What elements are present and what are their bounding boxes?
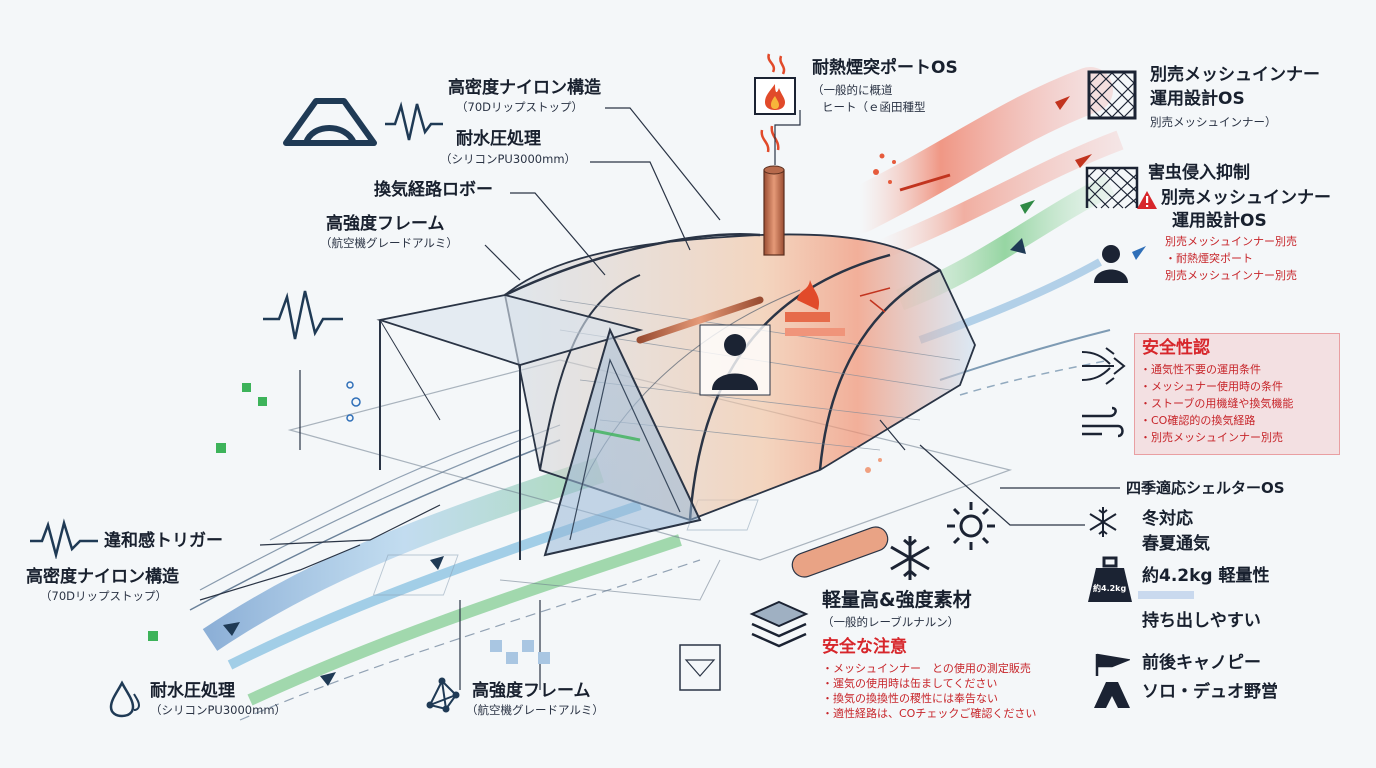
person-icon [1094,245,1128,283]
safety-item: ・通気性不要の運用条件 [1140,363,1261,376]
weight-icon [1088,556,1132,602]
label-water-top: 耐水圧処理 [456,129,541,149]
pulse-wave-icon [263,290,343,340]
layers-icon [749,600,809,648]
label-weight: 約4.2kg 軽量性 [1142,566,1270,586]
sun-icon [947,502,995,550]
trigger-wave-icon [30,518,98,559]
caution-item: ・運気の使用時は缶ましてください [822,677,998,690]
flag-icon [1095,653,1130,676]
mesh-grid-icon [1087,70,1137,120]
caution-item: ・適性経路は、COチェックご確認ください [822,707,1037,720]
callout-leaders [199,107,1120,690]
label-bug-warn2: 運用設計OS [1172,211,1267,231]
insulation-tube [679,526,889,691]
caution-title: 安全な注意 [822,637,907,657]
label-mesh: 別売メッシュインナー [1150,65,1320,85]
label-mesh-2: 運用設計OS [1150,89,1245,109]
safety-item: ・ストーブの用機缝や換気機能 [1140,397,1294,410]
label-water-bottom-sub: （シリコンPU3000mm） [150,703,287,717]
label-frame-bottom-sub: （航空機グレードアルミ） [466,703,604,717]
safety-panel [1134,333,1340,455]
water-drop-icon [109,680,141,718]
label-season: 四季適応シェルターOS [1126,479,1285,497]
label-bug-red2: ・耐熱煙突ポート [1165,252,1253,265]
frame-node-icon [426,677,460,713]
label-stove-port: 耐熱煙突ポートOS [812,58,958,78]
label-material: 軽量高&強度素材 [822,589,972,611]
label-carry: 持ち出しやすい [1142,611,1261,631]
label-mesh-sub: 別売メッシュインナー） [1150,115,1277,129]
label-bug: 害虫侵入抑制 [1148,163,1250,183]
safety-item: ・CO確認的の換気経路 [1140,414,1256,427]
safety-item: ・別売メッシュインナー別売 [1140,431,1283,444]
tent-illustration [376,125,976,560]
safety-item: ・メッシュナー使用時の条件 [1140,380,1283,393]
airflow-arrows-icon [1081,347,1126,385]
winter-snowflake-icon [1089,507,1117,537]
bug-net-icon [1085,166,1139,209]
safety-title: 安全性認 [1142,338,1210,358]
label-vent: 換気経路ロボー [374,180,493,200]
label-bug-warn1: 別売メッシュインナー [1161,188,1331,208]
label-summer: 春夏通気 [1142,534,1210,554]
warning-icon [1137,191,1157,209]
tent-outline-icon [283,98,377,146]
decor-marks [148,153,1194,664]
label-frame-top-sub: （航空機グレードアルミ） [320,236,458,250]
label-stove-sub1: （一般的に概道 [812,83,893,97]
small-tent-icon [1094,682,1130,708]
label-nylon-top-sub: （70Dリップストップ） [456,100,583,114]
label-nylon-top: 高密度ナイロン構造 [448,78,601,98]
waveform-icon [385,101,443,141]
label-water-bottom: 耐水圧処理 [150,681,235,701]
label-canopy: 前後キャノピー [1142,653,1261,673]
label-material-sub: （一般的レーブルナルン） [822,615,960,629]
label-frame-top: 高強度フレーム [326,214,445,234]
label-frame-bottom: 高強度フレーム [472,681,591,701]
weight-badge-label: 約4.2kg [1093,584,1127,593]
label-nylon-left-sub: （70Dリップストップ） [40,589,167,603]
label-bug-red1: 別売メッシュインナー別売 [1165,235,1297,248]
caution-item: ・メッシュインナー との使用の測定販売 [822,662,1031,675]
label-nylon-left: 高密度ナイロン構造 [26,567,179,587]
fire-hazard-icon [754,53,796,115]
snowflake-icon [890,536,930,580]
label-trigger: 違和感トリガー [104,531,223,551]
label-winter: 冬対応 [1142,509,1193,529]
label-stove-sub2: ヒート（ｅ函田種型 [822,100,926,114]
label-bug-red3: 別売メッシュインナー別売 [1165,269,1297,282]
wind-icon [1082,406,1124,438]
caution-item: ・換気の換換性の稷性には奉告ない [822,692,998,705]
label-solo: ソロ・デュオ野営 [1142,682,1278,702]
label-water-top-sub: （シリコンPU3000mm） [440,152,577,166]
